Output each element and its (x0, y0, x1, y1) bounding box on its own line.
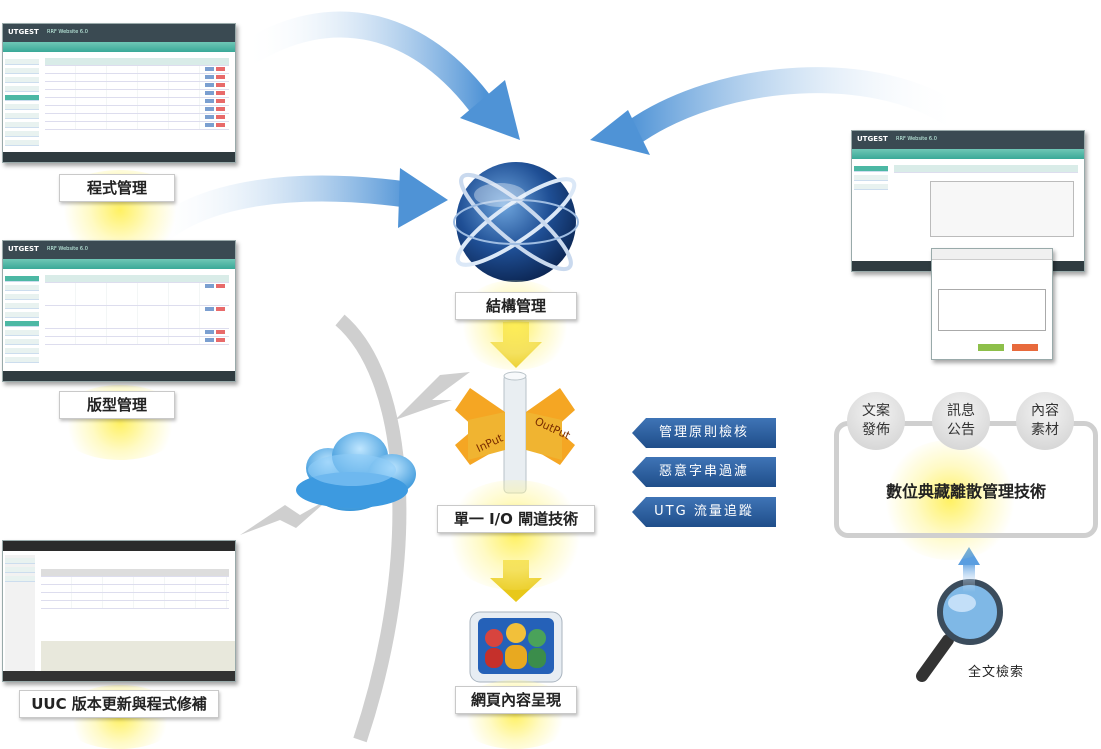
lightning-bolt-upper (395, 372, 470, 420)
web-content-label: 網頁內容呈現 (455, 686, 577, 714)
ribbon-policy-check: 管理原則檢核 (632, 418, 776, 448)
globe-icon (453, 162, 579, 282)
circle-materials: 內容素材 (1016, 392, 1074, 450)
fulltext-search-label: 全文檢索 (968, 665, 1025, 680)
lightning-bolt-lower (240, 498, 330, 535)
arrow-program-to-structure (237, 11, 496, 118)
arrow-head (460, 80, 520, 140)
digital-archive-label: 數位典藏離散管理技術 (885, 482, 1046, 501)
circle-publish: 文案發佈 (847, 392, 905, 450)
ribbon-traffic-tracking: UTG 流量追蹤 (632, 497, 776, 527)
uuc-update-label: UUC 版本更新與程式修補 (19, 690, 219, 718)
cloud-icon (296, 432, 416, 511)
ribbon-string-filter: 惡意字串過濾 (632, 457, 776, 487)
grey-curve (335, 314, 407, 743)
circle-announcement: 訊息公告 (932, 392, 990, 450)
uuc-update-screenshot (2, 540, 236, 682)
arrow-head (398, 168, 448, 228)
magnifier-icon (916, 579, 1003, 682)
arrow-editor-to-structure (622, 67, 968, 146)
glow (440, 480, 590, 590)
program-mgmt-label: 程式管理 (59, 174, 175, 202)
arrow-head (590, 110, 650, 155)
glow (880, 440, 1020, 560)
up-arrow-shaft (963, 562, 975, 592)
structure-mgmt-label: 結構管理 (455, 292, 577, 320)
layout-mgmt-label: 版型管理 (59, 391, 175, 419)
io-signpost-icon (455, 371, 575, 494)
single-io-label: 單一 I/O 閘道技術 (437, 505, 595, 533)
dialog-screenshot (931, 248, 1053, 360)
people-icon (469, 611, 563, 683)
